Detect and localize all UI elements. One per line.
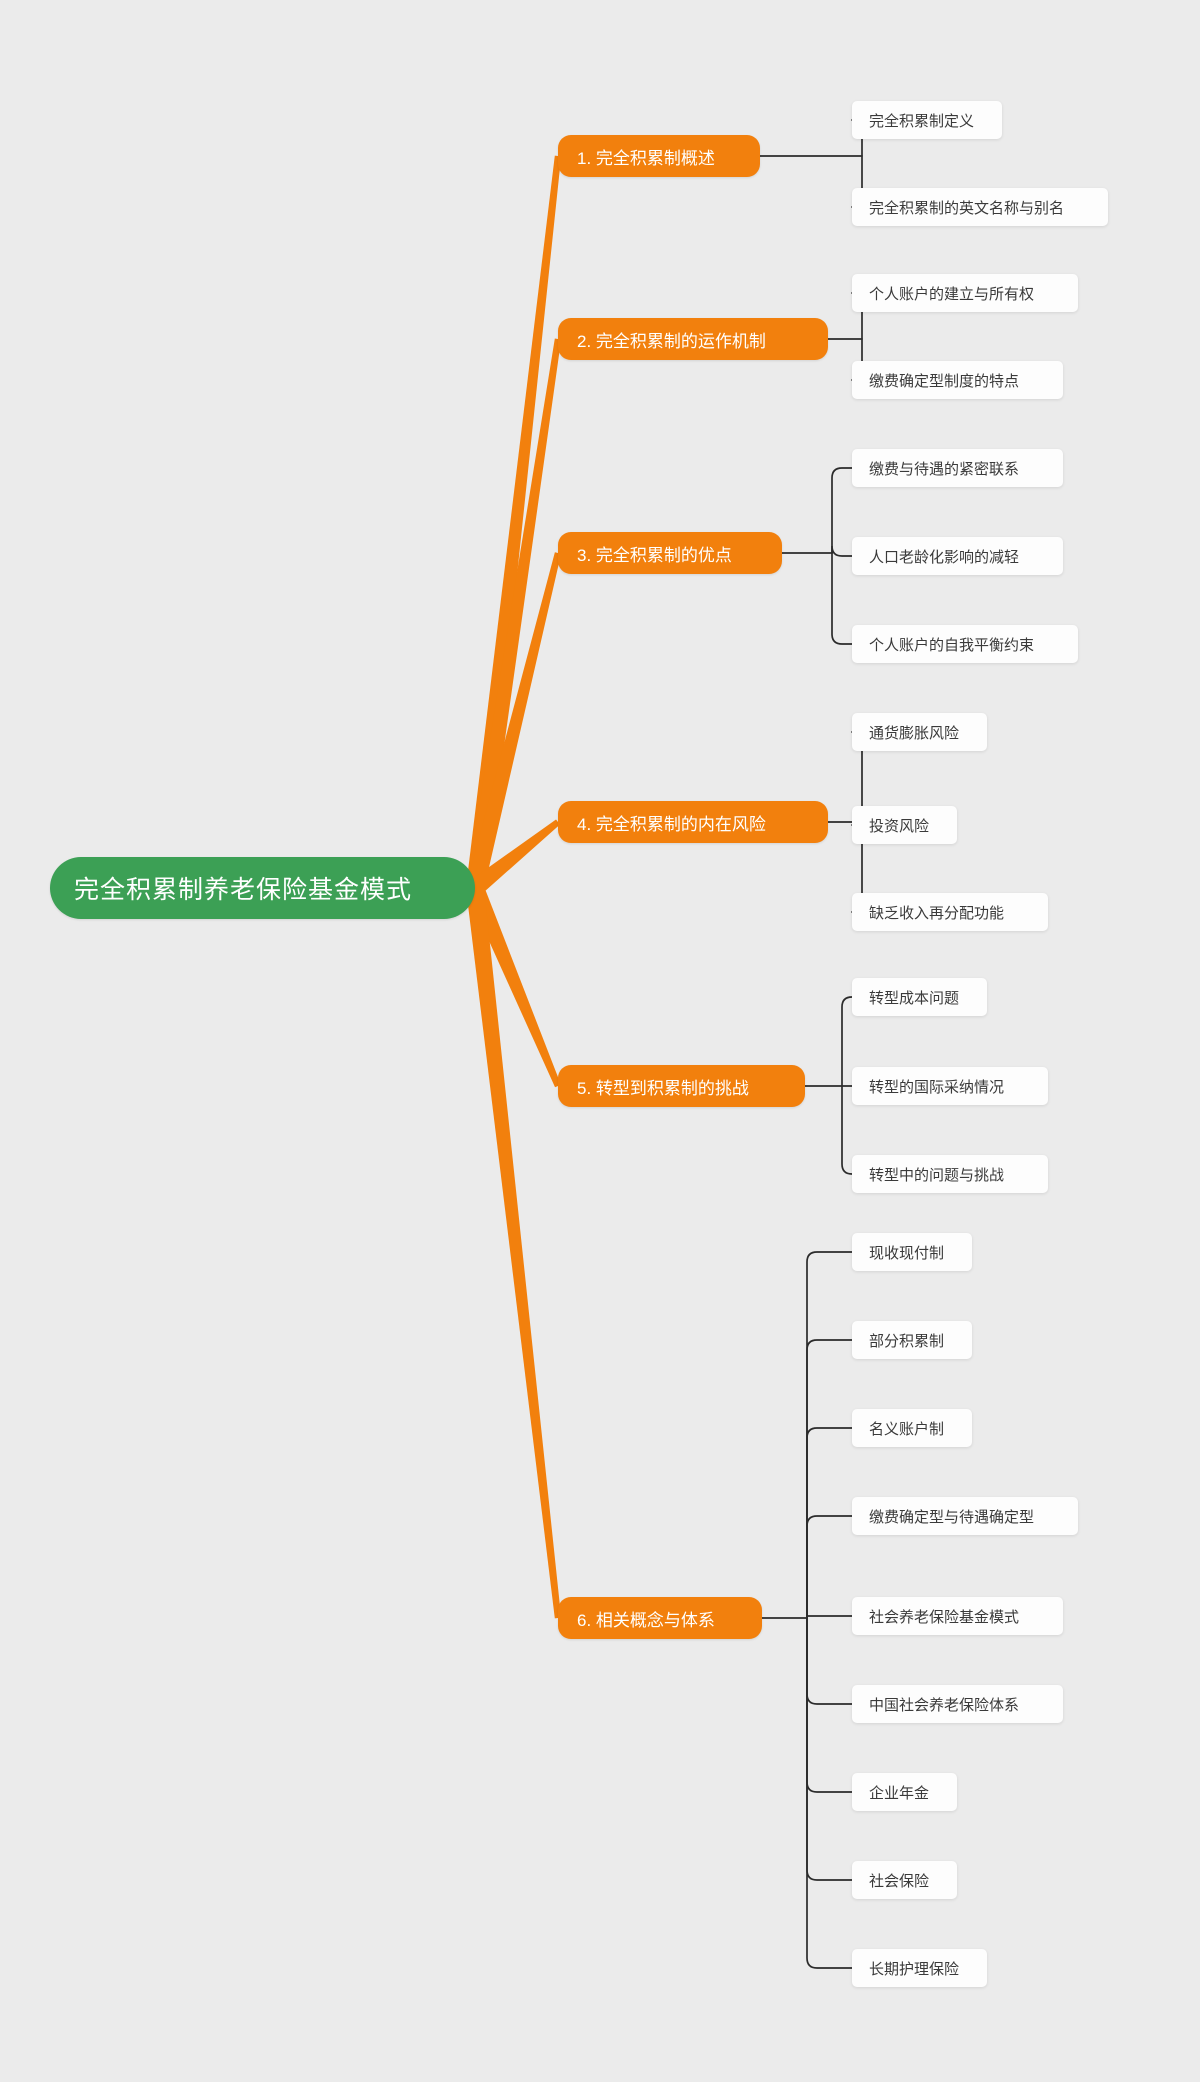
root-branch-connector: [466, 884, 561, 1088]
leaf-node-6-3[interactable]: 名义账户制: [852, 1409, 972, 1447]
leaf-node-6-9-label: 长期护理保险: [869, 1960, 960, 1978]
branch-node-2[interactable]: 2. 完全积累制的运作机制: [558, 318, 828, 360]
branch-leaf-connector: [806, 1339, 853, 1619]
leaf-node-3-2-label: 人口老龄化影响的减轻: [869, 548, 1020, 566]
leaf-node-6-6-label: 中国社会养老保险体系: [869, 1696, 1020, 1714]
leaf-node-4-3[interactable]: 缺乏收入再分配功能: [852, 893, 1048, 931]
leaf-node-6-5-label: 社会养老保险基金模式: [869, 1608, 1020, 1626]
leaf-node-2-1-label: 个人账户的建立与所有权: [869, 285, 1035, 303]
leaf-node-1-2-label: 完全积累制的英文名称与别名: [869, 199, 1065, 217]
leaf-node-2-1[interactable]: 个人账户的建立与所有权: [852, 274, 1078, 312]
branch-node-3[interactable]: 3. 完全积累制的优点: [558, 532, 782, 574]
root-node-label: 完全积累制养老保险基金模式: [74, 876, 413, 904]
root-branch-connector: [466, 552, 562, 891]
branch-leaf-connector: [831, 545, 853, 557]
branch-node-6-label: 6. 相关概念与体系: [577, 1610, 715, 1630]
branch-leaf-connector: [806, 1427, 853, 1619]
leaf-node-1-1-label: 完全积累制定义: [869, 112, 975, 130]
leaf-node-4-2-label: 投资风险: [869, 817, 930, 835]
leaf-node-4-1[interactable]: 通货膨胀风险: [852, 713, 987, 751]
leaf-node-5-3[interactable]: 转型中的问题与挑战: [852, 1155, 1048, 1193]
branch-node-2-label: 2. 完全积累制的运作机制: [577, 331, 766, 351]
branch-node-3-label: 3. 完全积累制的优点: [577, 545, 732, 565]
branch-leaf-connector: [841, 1085, 853, 1175]
leaf-node-6-3-label: 名义账户制: [869, 1420, 945, 1438]
branch-leaf-connector: [831, 467, 853, 554]
leaf-node-6-6[interactable]: 中国社会养老保险体系: [852, 1685, 1063, 1723]
branch-node-1[interactable]: 1. 完全积累制概述: [558, 135, 760, 177]
leaf-node-4-1-label: 通货膨胀风险: [869, 724, 960, 742]
leaf-node-5-2[interactable]: 转型的国际采纳情况: [852, 1067, 1048, 1105]
leaf-node-6-7-label: 企业年金: [869, 1784, 930, 1802]
root-branch-connector: [466, 155, 562, 890]
root-branch-connector: [469, 819, 560, 896]
root-node[interactable]: 完全积累制养老保险基金模式: [50, 857, 475, 919]
branch-leaf-connector: [806, 1515, 853, 1619]
root-branch-connector: [466, 338, 562, 890]
leaf-node-6-2[interactable]: 部分积累制: [852, 1321, 972, 1359]
leaf-node-3-1[interactable]: 缴费与待遇的紧密联系: [852, 449, 1063, 487]
leaf-node-5-2-label: 转型的国际采纳情况: [869, 1078, 1005, 1096]
leaf-node-6-4-label: 缴费确定型与待遇确定型: [869, 1508, 1035, 1526]
branch-leaf-connector: [806, 1617, 853, 1793]
leaf-node-1-2[interactable]: 完全积累制的英文名称与别名: [852, 188, 1108, 226]
branch-node-4-label: 4. 完全积累制的内在风险: [577, 814, 766, 834]
leaf-node-4-2[interactable]: 投资风险: [852, 806, 957, 844]
branch-node-5-label: 5. 转型到积累制的挑战: [577, 1078, 749, 1098]
branch-leaf-connector: [831, 552, 853, 645]
branch-leaf-connector: [806, 1251, 853, 1619]
branch-node-1-label: 1. 完全积累制概述: [577, 148, 715, 168]
leaf-node-6-8[interactable]: 社会保险: [852, 1861, 957, 1899]
leaf-node-5-1-label: 转型成本问题: [869, 989, 960, 1007]
leaf-node-4-3-label: 缺乏收入再分配功能: [869, 904, 1005, 922]
leaf-node-6-4[interactable]: 缴费确定型与待遇确定型: [852, 1497, 1078, 1535]
branch-node-5[interactable]: 5. 转型到积累制的挑战: [558, 1065, 805, 1107]
branch-leaf-connector: [806, 1617, 853, 1705]
leaf-node-3-1-label: 缴费与待遇的紧密联系: [869, 460, 1020, 478]
leaf-node-6-2-label: 部分积累制: [869, 1332, 945, 1350]
branch-node-6[interactable]: 6. 相关概念与体系: [558, 1597, 762, 1639]
leaf-node-3-3[interactable]: 个人账户的自我平衡约束: [852, 625, 1078, 663]
leaf-node-5-3-label: 转型中的问题与挑战: [869, 1166, 1005, 1184]
branch-leaf-connector: [806, 1617, 853, 1881]
leaf-node-6-7[interactable]: 企业年金: [852, 1773, 957, 1811]
branch-node-4[interactable]: 4. 完全积累制的内在风险: [558, 801, 828, 843]
branch-leaf-connector: [806, 1617, 853, 1969]
leaf-node-6-9[interactable]: 长期护理保险: [852, 1949, 987, 1987]
leaf-node-3-2[interactable]: 人口老龄化影响的减轻: [852, 537, 1063, 575]
leaf-node-6-5[interactable]: 社会养老保险基金模式: [852, 1597, 1063, 1635]
branch-leaf-connector: [841, 996, 853, 1087]
leaf-node-2-2-label: 缴费确定型制度的特点: [869, 372, 1020, 390]
leaf-node-6-8-label: 社会保险: [869, 1872, 930, 1890]
leaf-node-5-1[interactable]: 转型成本问题: [852, 978, 987, 1016]
root-branch-connector: [466, 886, 562, 1619]
leaf-node-6-1-label: 现收现付制: [869, 1244, 945, 1262]
leaf-node-1-1[interactable]: 完全积累制定义: [852, 101, 1002, 139]
leaf-node-3-3-label: 个人账户的自我平衡约束: [869, 636, 1035, 654]
leaf-node-6-1[interactable]: 现收现付制: [852, 1233, 972, 1271]
leaf-node-2-2[interactable]: 缴费确定型制度的特点: [852, 361, 1063, 399]
